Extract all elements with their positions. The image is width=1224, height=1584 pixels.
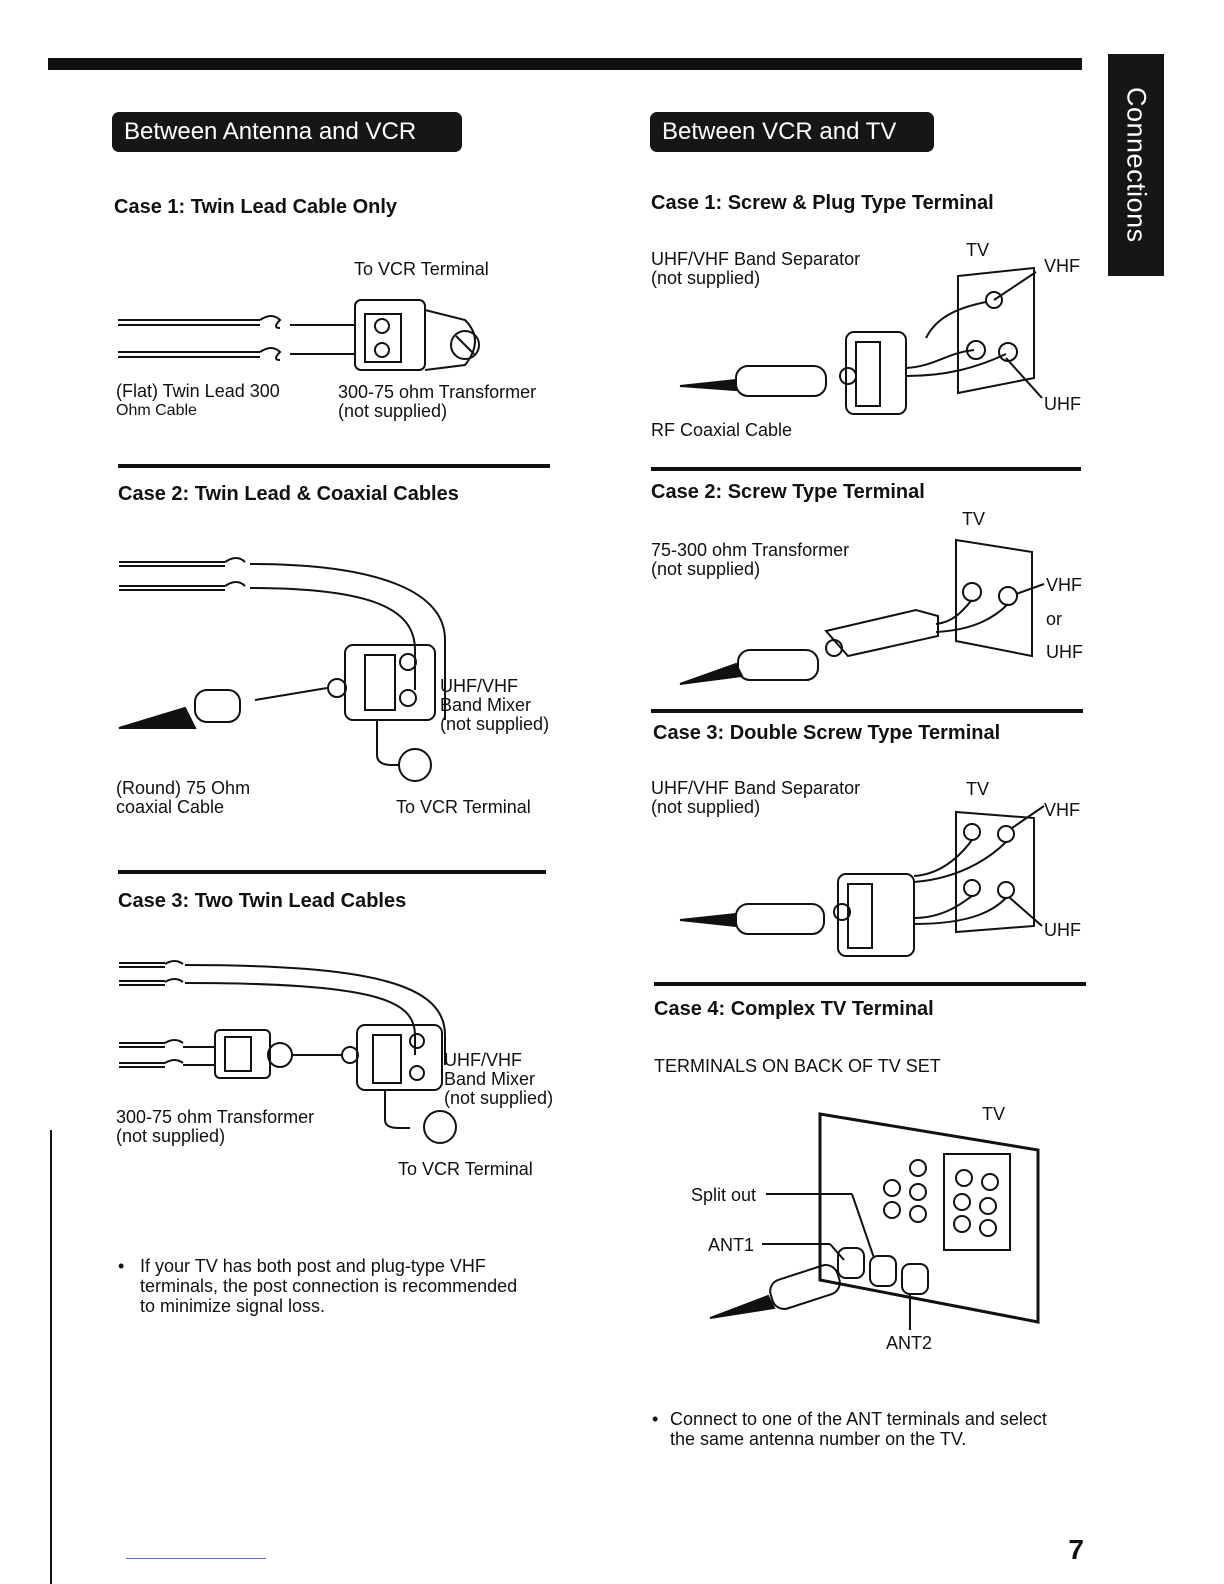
- twin-lead-transformer-illustration: [118, 299, 480, 371]
- vhf-label: VHF: [1044, 256, 1080, 276]
- separator-label-line1: UHF/VHF Band Separator: [651, 778, 861, 798]
- case2-title: Case 2: Screw Type Terminal: [651, 481, 925, 503]
- tv-label: TV: [962, 509, 986, 529]
- case3-title: Case 3: Double Screw Type Terminal: [653, 722, 1001, 744]
- transformer-label-line2: (not supplied): [338, 401, 448, 421]
- note-line2: terminals, the post connection is recomm…: [140, 1276, 518, 1296]
- left-margin-rule: [50, 1130, 52, 1584]
- vhf-label: VHF: [1046, 575, 1082, 595]
- two-twin-lead-illustration: [119, 960, 457, 1144]
- note-bullet: •: [118, 1256, 125, 1276]
- transformer-label-line2: (not supplied): [651, 559, 761, 579]
- transformer-label-line1: 300-75 ohm Transformer: [338, 382, 537, 402]
- case1-title: Case 1: Twin Lead Cable Only: [114, 196, 398, 218]
- mixer-label-line1: UHF/VHF: [440, 676, 518, 696]
- section-header-vcr-tv: Between VCR and TV: [650, 112, 934, 152]
- to-vcr-terminal-label: To VCR Terminal: [396, 797, 531, 817]
- transformer-label-line2: (not supplied): [116, 1126, 226, 1146]
- rf-coaxial-label: RF Coaxial Cable: [651, 420, 793, 440]
- transformer-label-line1: 300-75 ohm Transformer: [116, 1107, 315, 1127]
- split-out-label: Split out: [691, 1185, 757, 1205]
- double-screw-terminal-illustration: [679, 805, 1045, 957]
- note-bullet: •: [652, 1409, 659, 1429]
- screw-terminal-illustration: [679, 538, 1045, 685]
- twin-lead-label-line2: Ohm Cable: [116, 402, 197, 419]
- screw-plug-terminal-illustration: [679, 266, 1043, 415]
- note-line3: to minimize signal loss.: [140, 1296, 326, 1316]
- mixer-label-line1: UHF/VHF: [444, 1050, 522, 1070]
- coax-label-line2: coaxial Cable: [116, 797, 225, 817]
- page-number: 7: [1068, 1534, 1084, 1565]
- case2-title: Case 2: Twin Lead & Coaxial Cables: [118, 483, 459, 505]
- separator-label-line2: (not supplied): [651, 268, 761, 288]
- section-tab-label: Connections: [1121, 87, 1152, 243]
- tv-label: TV: [966, 779, 990, 799]
- footer-link-rule: [126, 1558, 266, 1559]
- case3-title: Case 3: Two Twin Lead Cables: [118, 890, 407, 912]
- transformer-label-line1: 75-300 ohm Transformer: [651, 540, 850, 560]
- top-rule: [48, 58, 1082, 70]
- note-line2: the same antenna number on the TV.: [670, 1429, 967, 1449]
- uhf-label: UHF: [1046, 642, 1083, 662]
- twin-lead-label-line1: (Flat) Twin Lead 300: [116, 381, 280, 401]
- note-line1: If your TV has both post and plug-type V…: [140, 1256, 486, 1276]
- divider: [118, 464, 550, 468]
- note-line1: Connect to one of the ANT terminals and …: [670, 1409, 1047, 1429]
- mixer-label-line2: Band Mixer: [444, 1069, 536, 1089]
- divider: [651, 467, 1081, 471]
- section-header-antenna-vcr: Between Antenna and VCR: [112, 112, 462, 152]
- uhf-label: UHF: [1044, 920, 1081, 940]
- complex-tv-terminal-illustration: [709, 1112, 1040, 1330]
- terminals-subtitle: TERMINALS ON BACK OF TV SET: [654, 1056, 941, 1076]
- note-post-connection: • If your TV has both post and plug-type…: [118, 1256, 558, 1316]
- separator-label-line1: UHF/VHF Band Separator: [651, 249, 861, 269]
- mixer-label-line2: Band Mixer: [440, 695, 532, 715]
- tv-label: TV: [966, 240, 990, 260]
- divider: [651, 709, 1083, 713]
- to-vcr-terminal-label: To VCR Terminal: [354, 259, 489, 279]
- ant2-label: ANT2: [886, 1333, 933, 1353]
- coax-label-line1: (Round) 75 Ohm: [116, 778, 251, 798]
- band-mixer-illustration: [118, 557, 446, 782]
- tv-label: TV: [982, 1104, 1006, 1124]
- case1-title: Case 1: Screw & Plug Type Terminal: [651, 192, 994, 214]
- note-ant-terminals: • Connect to one of the ANT terminals an…: [652, 1409, 1092, 1449]
- uhf-label: UHF: [1044, 394, 1081, 414]
- section-tab-connections: Connections: [1108, 54, 1164, 276]
- vhf-label: VHF: [1044, 800, 1080, 820]
- or-label: or: [1046, 609, 1063, 629]
- mixer-label-line3: (not supplied): [444, 1088, 554, 1108]
- divider: [654, 982, 1086, 986]
- ant1-label: ANT1: [708, 1235, 755, 1255]
- case4-title: Case 4: Complex TV Terminal: [654, 998, 934, 1020]
- separator-label-line2: (not supplied): [651, 797, 761, 817]
- to-vcr-terminal-label: To VCR Terminal: [398, 1159, 533, 1179]
- mixer-label-line3: (not supplied): [440, 714, 550, 734]
- divider: [118, 870, 546, 874]
